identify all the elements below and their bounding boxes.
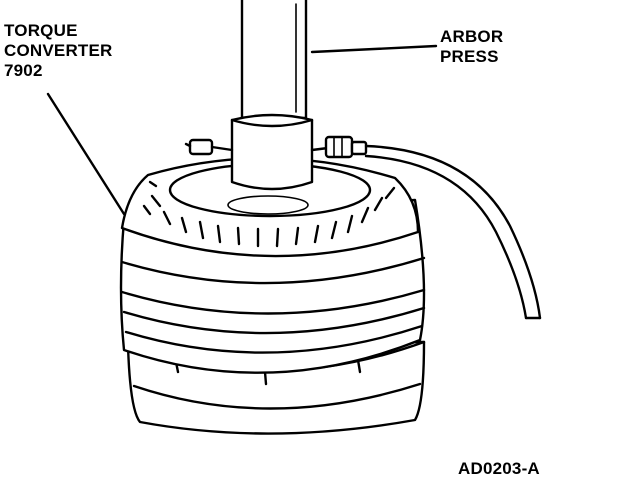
press-adapter-block [230, 113, 314, 191]
converter-top-dome [120, 157, 420, 258]
air-hose [364, 144, 542, 320]
figure-id: AD0203-A [458, 459, 540, 478]
hose-fitting [310, 135, 368, 159]
arbor-press-leader-line [310, 44, 438, 54]
label-arbor-press: ARBOR PRESS [440, 27, 508, 66]
label-torque-converter: TORQUE CONVERTER 7902 [4, 21, 117, 80]
left-fitting [184, 138, 234, 156]
converter-fins [142, 180, 396, 248]
arbor-press-ram [240, 0, 308, 120]
torque-converter-leader-line [46, 92, 126, 216]
